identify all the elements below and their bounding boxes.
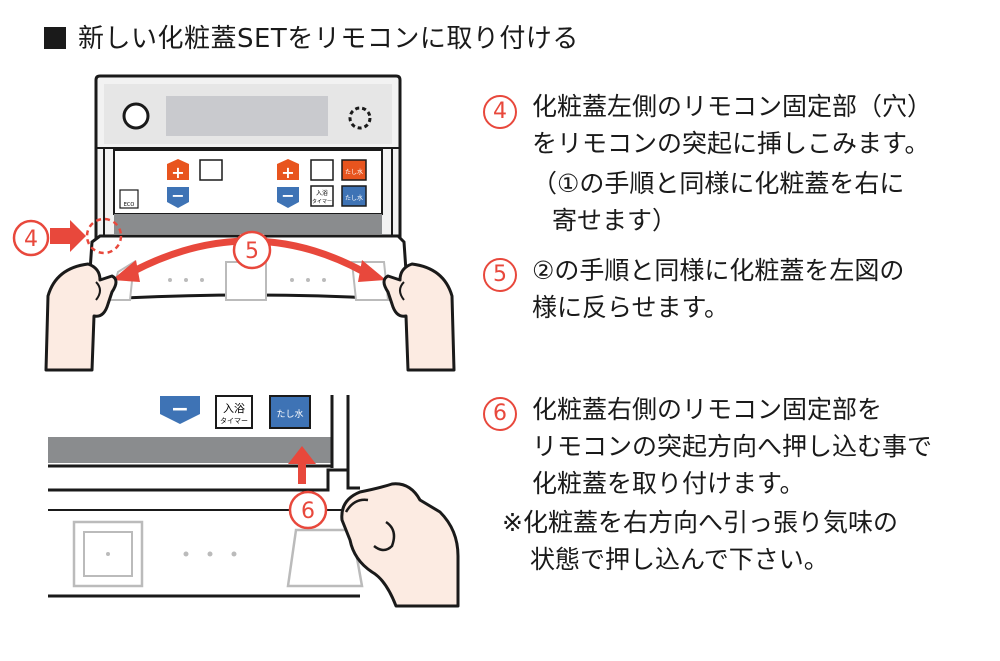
minus-button-left: − — [167, 186, 189, 208]
eco-button — [119, 189, 139, 209]
svg-text:タイマー: タイマー — [312, 198, 332, 205]
step-6-text: 化粧蓋右側のリモコン固定部を リモコンの突起方向へ押し込む事で 化粧蓋を取り付け… — [532, 395, 933, 498]
small-button-left — [199, 159, 223, 181]
plus-button-right: + — [277, 159, 299, 182]
svg-text:−: − — [171, 397, 189, 422]
minus-button-right: − — [277, 186, 299, 208]
step-5-text: ②の手順と同様に化粧蓋を左図の 様に反らせます。 — [532, 256, 905, 322]
gray-panel-band — [114, 214, 382, 234]
remote-top: + − ECO + − 入浴 タイマー たし水 たし水 — [44, 74, 456, 372]
title-text: 新しい化粧蓋SETをリモコンに取り付ける — [78, 24, 579, 54]
gray-panel-band-closeup — [48, 437, 332, 463]
svg-text:5: 5 — [245, 239, 259, 264]
svg-text:+: + — [281, 163, 294, 182]
square-bullet-icon — [44, 27, 66, 49]
svg-text:入浴: 入浴 — [223, 402, 245, 415]
left-hand-icon — [44, 262, 118, 372]
nyuyoku-timer-button-closeup — [215, 395, 253, 429]
step-number-4: 4 — [483, 95, 517, 129]
hand-closeup-icon — [340, 482, 460, 608]
nyuyoku-timer-button-top — [310, 185, 334, 207]
svg-text:たし水: たし水 — [345, 168, 363, 176]
svg-text:+: + — [171, 163, 184, 182]
step-number-5: 5 — [483, 258, 517, 292]
step-4-text: 化粧蓋左側のリモコン固定部（穴） をリモコンの突起に挿しこみます。 — [532, 92, 933, 158]
svg-text:−: − — [171, 186, 184, 205]
svg-text:6: 6 — [301, 499, 315, 524]
tashimizu-button-orange — [341, 159, 367, 181]
step-number-6: 6 — [483, 397, 517, 431]
tashimizu-button-closeup — [269, 395, 311, 429]
callout-4: 4 — [12, 219, 50, 257]
page-title: 新しい化粧蓋SETをリモコンに取り付ける — [44, 18, 579, 55]
plus-button-left: + — [167, 159, 189, 182]
svg-text:たし水: たし水 — [276, 408, 303, 420]
svg-text:ECO: ECO — [124, 202, 135, 208]
step-4-note: （①の手順と同様に化粧蓋を右に 寄せます） — [532, 169, 905, 235]
svg-text:4: 4 — [24, 227, 38, 252]
svg-text:タイマー: タイマー — [220, 416, 248, 425]
step-6-note: ※化粧蓋を右方向へ引っ張り気味の 状態で押し込んで下さい。 — [502, 508, 898, 574]
svg-text:−: − — [281, 186, 294, 205]
callout-5: 5 — [232, 230, 272, 270]
callout-6: 6 — [288, 490, 328, 530]
power-button-icon — [122, 102, 150, 130]
svg-text:入浴: 入浴 — [316, 189, 328, 197]
svg-text:たし水: たし水 — [345, 194, 363, 202]
small-button-right — [310, 159, 334, 181]
tashimizu-button-blue — [341, 185, 367, 207]
arrow-6-icon — [288, 446, 316, 484]
dial-icon — [348, 106, 372, 130]
remote-closeup: − 入浴 タイマー たし水 — [48, 395, 460, 608]
right-hand-icon — [382, 262, 456, 372]
fixing-point-marker — [85, 217, 123, 255]
arrow-4-icon — [50, 220, 86, 252]
display-screen — [166, 96, 328, 136]
minus-button-closeup: − — [160, 396, 200, 424]
